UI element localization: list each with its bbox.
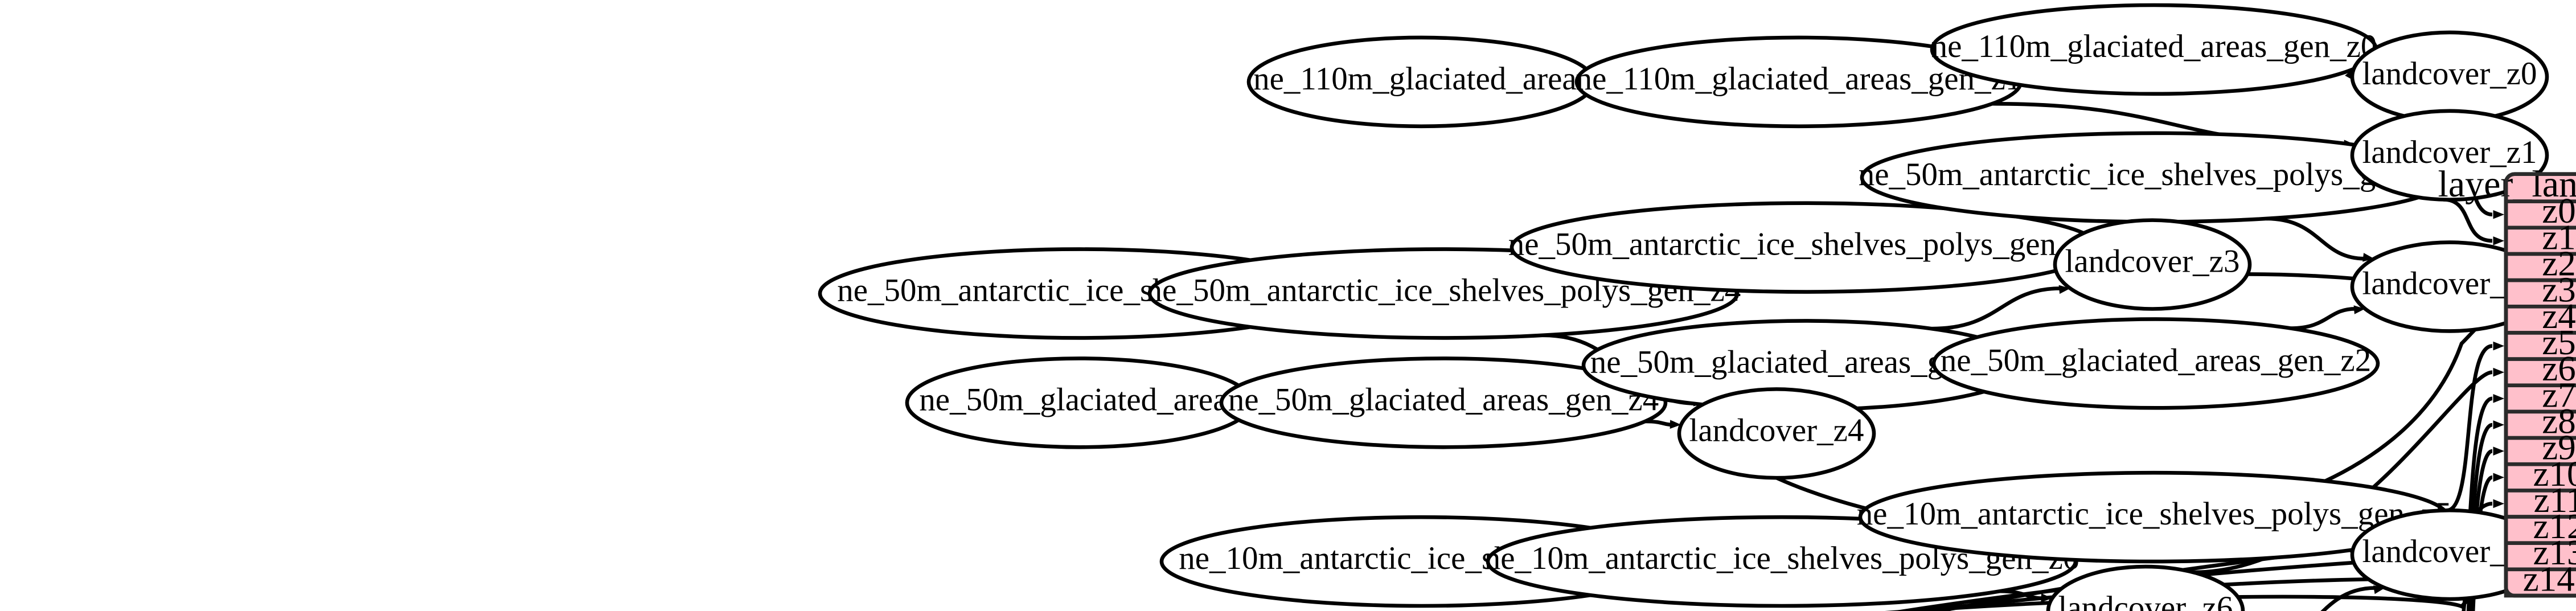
edge-ne_50m_glaciated_areas_gen_z4--landcover_z4 (1645, 419, 1672, 427)
table-row-label-z13: z13 (2533, 532, 2576, 572)
node-landcover_z4[interactable]: landcover_z4 (1677, 387, 1876, 480)
edge-ne_10m_glaciated_areas_gen_z5--landcover_z5 (2320, 586, 2376, 611)
node-landcover_z6[interactable]: landcover_z6 (2046, 564, 2245, 611)
edge-arrowhead (2493, 394, 2504, 403)
table-row-label-z10: z10 (2533, 454, 2576, 494)
edge-ne_50m_glaciated_areas_gen_z3--landcover_z3 (1931, 286, 2061, 331)
table-row-label-z12: z12 (2533, 506, 2576, 546)
table-border (2504, 172, 2576, 598)
table-row-label-z9: z9 (2542, 428, 2575, 468)
node-label: ne_50m_glaciated_areas_gen_z2 (1941, 343, 2371, 379)
edge-arrowhead (2493, 367, 2504, 377)
node-landcover_z3[interactable]: landcover_z3 (2053, 218, 2252, 311)
edge-osm_landcover_gen_z10--layer_landcover:z10 (2471, 475, 2493, 611)
edge-arrowhead (2493, 420, 2504, 429)
table-row-label-z1: z1 (2542, 217, 2575, 257)
layer-landcover-table[interactable]: layer_landcoverz0z1z2z3z4z5z6z7z8z9z10z1… (2438, 163, 2576, 599)
node-ellipse (2046, 564, 2245, 611)
table-row-label-z0: z0 (2542, 191, 2575, 231)
edge-arrowhead (2353, 305, 2365, 314)
edge-osm_landcover_polygon--layer_landcover:z14+ (1885, 580, 2493, 611)
node-ne_50m_antarctic_ice_shelves_polys_gen_z3[interactable]: ne_50m_antarctic_ice_shelves_polys_gen_z… (1508, 201, 2103, 294)
node-label: ne_110m_glaciated_areas_gen_z0 (1931, 28, 2377, 64)
node-label: landcover_z6 (2058, 590, 2233, 611)
node-label: ne_10m_antarctic_ice_shelves_polys_gen_z… (1857, 496, 2452, 532)
table-row-label-z2: z2 (2542, 244, 2575, 284)
node-ellipse (1931, 317, 2380, 410)
edge-arrowhead (2493, 210, 2504, 219)
table-row-label-z6: z6 (2542, 348, 2575, 388)
edge-arrowhead (2493, 473, 2504, 482)
node-label: landcover_z3 (2065, 244, 2239, 280)
node-label: ne_50m_glaciated_areas_gen_z4 (1228, 382, 1659, 417)
table-row-label-z11: z11 (2534, 480, 2576, 520)
table-row-label-z14+: z14+ (2523, 559, 2576, 598)
table-row-label-z5: z5 (2542, 322, 2575, 362)
node-landcover_z1[interactable]: landcover_z1 (2350, 109, 2549, 202)
node-ellipse (2053, 218, 2252, 311)
table-row-label-z7: z7 (2542, 375, 2575, 415)
table-row-label-z8: z8 (2542, 401, 2575, 441)
table-row-label-z4: z4 (2542, 296, 2575, 336)
edge-arrowhead (2493, 446, 2504, 456)
node-label: landcover_z1 (2362, 134, 2537, 170)
table-row-label-z3: z3 (2542, 270, 2575, 310)
node-label: landcover_z4 (1689, 412, 1864, 448)
edge-arrowhead (1670, 420, 1681, 429)
node-landcover_z0[interactable]: landcover_z0 (2350, 30, 2549, 124)
node-ne_50m_antarctic_ice_shelves_polys_gen_z2[interactable]: ne_50m_antarctic_ice_shelves_polys_gen_z… (1859, 131, 2454, 224)
edge-landcover_z5--layer_landcover:z5 (2446, 344, 2493, 512)
node-ne_50m_glaciated_areas_gen_z4[interactable]: ne_50m_glaciated_areas_gen_z4 (1219, 356, 1668, 449)
edge-arrowhead (2058, 285, 2070, 294)
edge-osm_landcover_gen_z9--layer_landcover:z9 (2469, 449, 2493, 611)
node-ellipse (2350, 109, 2549, 202)
nodes-layer: ne_110m_glaciated_areas ne_110m_glaciated… (818, 3, 2549, 611)
node-ne_110m_glaciated_areas[interactable]: ne_110m_glaciated_areas (1246, 35, 1596, 129)
node-ne_50m_glaciated_areas_gen_z2[interactable]: ne_50m_glaciated_areas_gen_z2 (1931, 317, 2380, 410)
edge-arrowhead (2493, 341, 2504, 351)
edge-landcover_z1--layer_landcover:z1 (2443, 198, 2493, 243)
node-ellipse (1677, 387, 1876, 480)
edge-ne_50m_antarctic_ice_shelves_polys_gen_z2--landcover_z2 (2266, 216, 2365, 261)
node-ne_110m_glaciated_areas_gen_z0[interactable]: ne_110m_glaciated_areas_gen_z0 (1930, 3, 2378, 96)
node-label: ne_50m_antarctic_ice_shelves_polys_gen_z… (1508, 227, 2103, 263)
edge-ne_50m_glaciated_areas_gen_z2--landcover_z2 (2290, 307, 2356, 330)
node-label: landcover_z0 (2362, 56, 2537, 92)
node-ne_50m_glaciated_areas[interactable]: ne_50m_glaciated_areas (905, 356, 1254, 449)
edge-arrowhead (2493, 236, 2504, 245)
edge-arrowhead (2362, 253, 2374, 262)
edge-arrowhead (2493, 499, 2504, 509)
node-label: ne_50m_glaciated_areas (919, 382, 1240, 417)
node-ellipse (1219, 356, 1668, 449)
node-label: ne_110m_glaciated_areas (1253, 61, 1589, 97)
node-ne_10m_antarctic_ice_shelves_polys_gen_z5[interactable]: ne_10m_antarctic_ice_shelves_polys_gen_z… (1857, 470, 2452, 564)
